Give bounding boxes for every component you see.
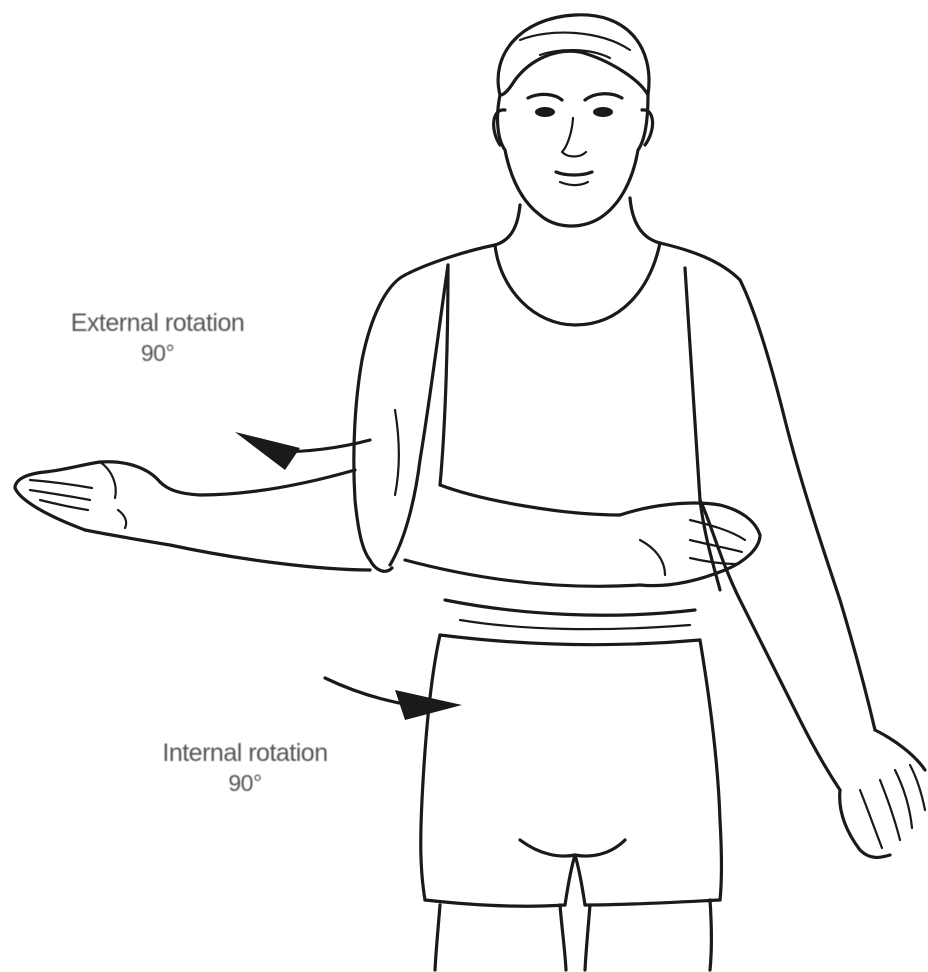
external-rotation-text: External rotation	[0, 308, 315, 339]
internal-rotation-text: Internal rotation	[95, 738, 395, 769]
torso	[405, 198, 740, 590]
arrow-left-icon	[235, 432, 370, 470]
right-arm	[620, 280, 925, 857]
internal-rotation-label: Internal rotation 90°	[95, 738, 395, 798]
external-rotation-degrees: 90°	[0, 339, 315, 368]
head	[494, 15, 653, 226]
external-rotation-label: External rotation 90°	[0, 308, 315, 368]
internal-rotation-degrees: 90°	[95, 769, 395, 798]
shorts	[421, 600, 722, 970]
arrow-right-icon	[325, 678, 462, 720]
